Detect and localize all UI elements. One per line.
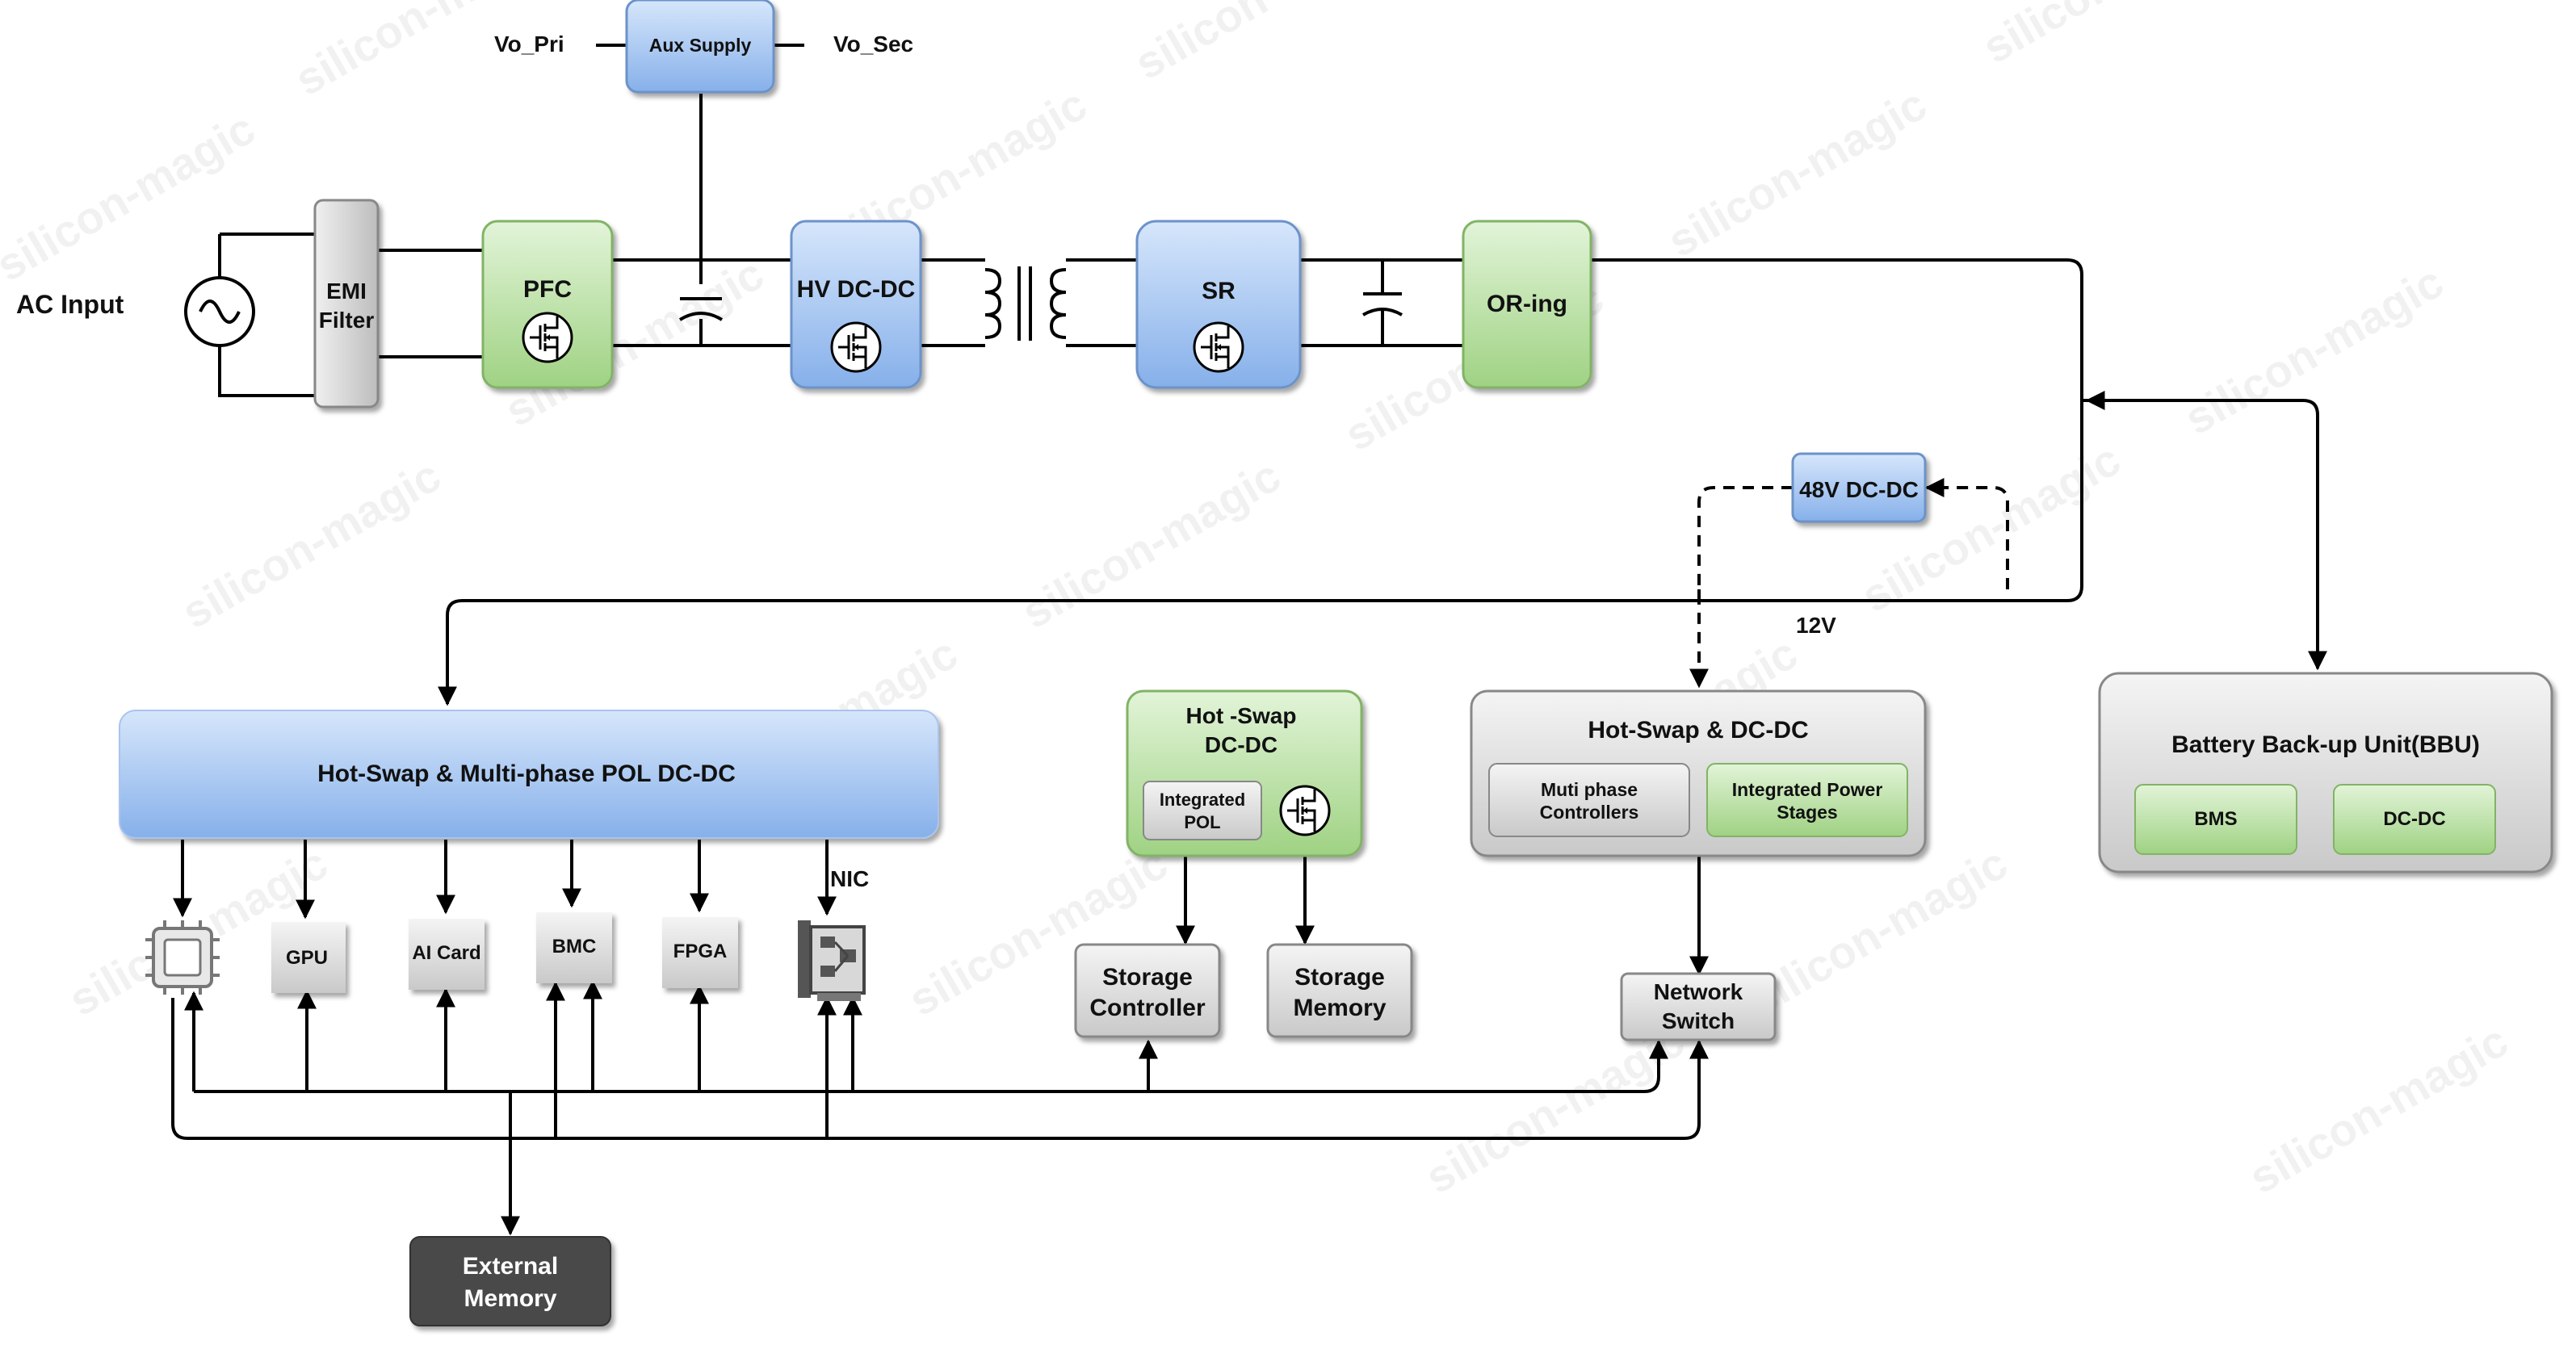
- integrated-pol-label: Integrated: [1160, 790, 1245, 810]
- ai-card-label: AI Card: [412, 942, 480, 964]
- multiphase-controllers-block: [1488, 763, 1690, 837]
- ai-card-block: [409, 919, 485, 990]
- dcdc-48v-block: [1791, 452, 1927, 523]
- emi-filter-label: Filter: [319, 308, 375, 333]
- oring-block: [1462, 220, 1592, 389]
- oring-label: OR-ing: [1487, 291, 1567, 317]
- vo-pri-label: Vo_Pri: [494, 31, 564, 57]
- fpga-block: [662, 917, 738, 988]
- v12-label: 12V: [1796, 613, 1836, 638]
- external-memory-block: [409, 1236, 611, 1326]
- bbu-dcdc-block: [2333, 784, 2496, 855]
- emi-filter-label: EMI: [326, 279, 367, 304]
- transformer-icon: [984, 266, 1067, 341]
- pfc-label: PFC: [523, 276, 572, 303]
- watermark: silicon-magic: [1659, 78, 1935, 266]
- pol-dcdc-label: Hot-Swap & Multi-phase POL DC-DC: [317, 760, 736, 787]
- aux-supply-block: [625, 0, 775, 94]
- ac-input-label: AC Input: [16, 290, 124, 319]
- integrated-power-stages-label: Stages: [1777, 802, 1837, 823]
- gpu-block: [271, 922, 346, 993]
- network-switch-label: Network: [1654, 979, 1743, 1004]
- cpu-chip-icon: [145, 920, 220, 995]
- vo-sec-label: Vo_Sec: [833, 31, 913, 57]
- multiphase-controllers-label: Controllers: [1540, 802, 1639, 823]
- bbu-label: Battery Back-up Unit(BBU): [2171, 731, 2480, 758]
- watermark: silicon-magic: [1974, 0, 2250, 73]
- multiphase-controllers-label: Muti phase: [1541, 779, 1638, 800]
- watermark: silicon-magic: [1013, 450, 1289, 638]
- hot-swap-dcdc-label: DC-DC: [1205, 732, 1278, 757]
- watermark: silicon-magic: [2241, 1015, 2516, 1203]
- storage-memory-block: [1266, 943, 1413, 1038]
- nic-card-icon: [798, 920, 866, 1001]
- hot-swap-dcdc-right-label: Hot-Swap & DC-DC: [1588, 717, 1808, 744]
- network-switch-label: Switch: [1662, 1008, 1735, 1033]
- mosfet-icon: [1279, 785, 1331, 836]
- hv-dcdc-label: HV DC-DC: [797, 276, 916, 303]
- sr-label: SR: [1202, 278, 1236, 304]
- output-capacitor-icon: [1361, 260, 1403, 346]
- sr-block: [1135, 220, 1302, 389]
- watermark: silicon-magic: [174, 450, 449, 638]
- wires: [171, 44, 2327, 1236]
- pol-dcdc-block: [119, 710, 939, 839]
- integrated-pol-block: [1143, 781, 1262, 840]
- watermark: silicon-magic: [1740, 837, 2016, 1025]
- network-switch-block: [1620, 972, 1777, 1041]
- mosfet-icon: [1193, 321, 1244, 373]
- gpu-label: GPU: [286, 947, 328, 969]
- external-memory-label: External: [463, 1253, 558, 1280]
- bmc-block: [536, 912, 612, 983]
- storage-memory-label: Memory: [1293, 995, 1386, 1021]
- storage-controller-label: Storage: [1102, 964, 1193, 991]
- storage-controller-label: Controller: [1089, 995, 1206, 1021]
- mosfet-icon: [830, 321, 882, 373]
- mosfet-icon: [522, 312, 573, 363]
- bms-block: [2134, 784, 2297, 855]
- integrated-pol-label: POL: [1184, 812, 1220, 832]
- storage-memory-label: Storage: [1294, 964, 1385, 991]
- external-memory-label: Memory: [464, 1285, 556, 1312]
- hot-swap-dcdc-label: Hot -Swap: [1186, 703, 1297, 728]
- integrated-power-stages-label: Integrated Power: [1732, 779, 1883, 800]
- dcdc-48v-label: 48V DC-DC: [1799, 477, 1919, 502]
- bms-label: BMS: [2194, 808, 2237, 830]
- bus-capacitor-icon: [678, 297, 724, 321]
- pfc-block: [481, 220, 614, 389]
- hv-dcdc-block: [790, 220, 922, 389]
- nic-label: NIC: [830, 866, 869, 891]
- watermark: silicon-magic: [1126, 0, 1402, 89]
- watermark: silicon-magic: [1417, 1015, 1693, 1203]
- storage-controller-block: [1074, 943, 1221, 1038]
- fpga-label: FPGA: [673, 941, 728, 962]
- ac-source-icon: [184, 276, 255, 347]
- bmc-label: BMC: [552, 936, 597, 957]
- integrated-power-stages-block: [1706, 763, 1908, 837]
- aux-supply-label: Aux Supply: [649, 35, 752, 56]
- watermark: silicon-magic: [2176, 256, 2452, 444]
- watermark: silicon-magic: [0, 103, 263, 291]
- emi-filter-block: [313, 199, 380, 409]
- bbu-dcdc-label: DC-DC: [2383, 808, 2445, 830]
